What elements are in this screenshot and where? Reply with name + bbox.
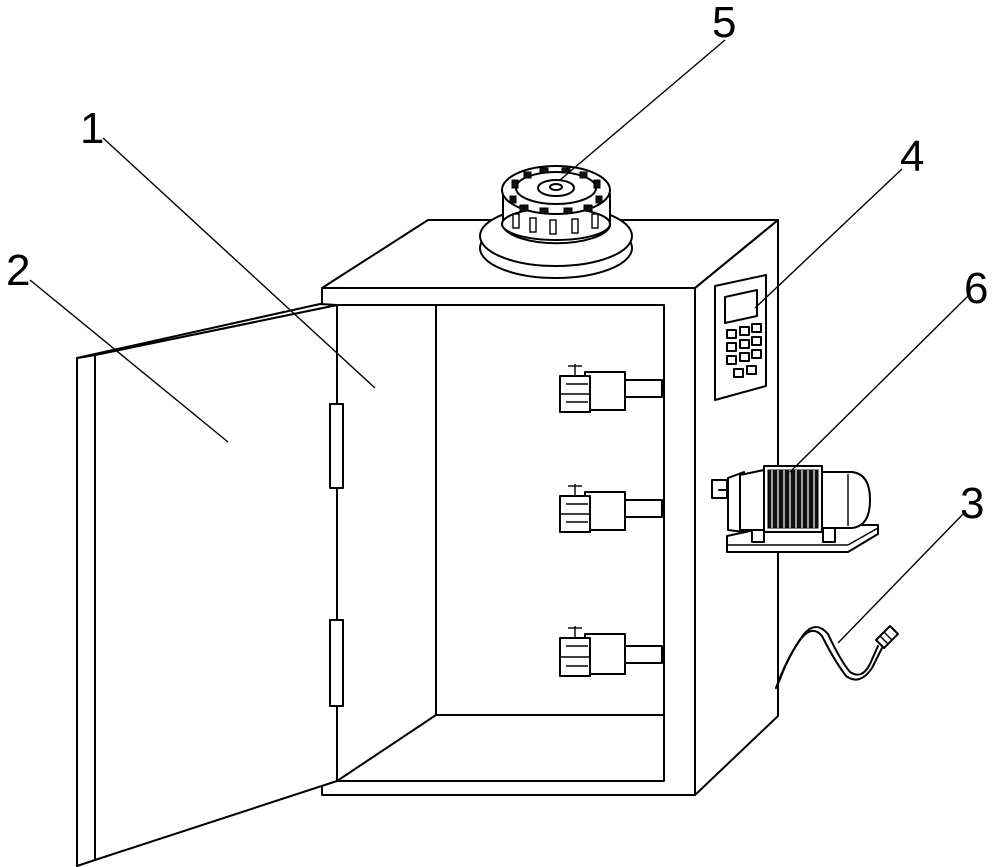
leader-line-3 [837,511,966,644]
motor-windings [767,469,819,529]
power-plug [875,625,899,649]
door-face [94,304,338,861]
label-4: 4 [900,132,924,181]
cabinet-floor-edge [336,714,437,782]
control-panel [714,274,767,401]
label-5: 5 [712,0,736,47]
label-2: 2 [6,246,30,295]
clamp-arm [623,645,663,664]
label-1: 1 [80,104,104,153]
cabinet-door [76,303,344,867]
cabinet-front-frame [321,287,696,796]
cabinet-body [321,219,779,796]
part-labels: 1 2 3 4 5 6 [6,0,988,528]
clamp-arm [623,499,663,518]
motor-end-cap [821,471,871,529]
clamp-assembly-bottom [559,626,663,677]
leader-lines [29,39,969,644]
motor-assembly [711,465,879,553]
dial-teeth [509,167,603,235]
door-panel [76,354,96,867]
leader-line-2 [29,279,229,443]
door-top-edge [76,303,338,359]
clamp-arm [623,379,663,398]
leader-line-1 [102,137,376,389]
clamp-assembly-middle [559,484,663,533]
door-hinge-lower [329,619,344,707]
motor-body [739,469,765,531]
label-3: 3 [960,479,984,528]
leader-line-5 [559,39,726,181]
clamp-assembly-top [559,364,663,413]
door-hinge-upper [329,403,344,489]
top-dial-assembly [479,165,633,279]
label-6: 6 [964,264,988,313]
leader-line-4 [754,168,903,309]
control-panel-screen [724,289,758,324]
power-cable [775,625,899,689]
leader-line-6 [789,295,969,473]
